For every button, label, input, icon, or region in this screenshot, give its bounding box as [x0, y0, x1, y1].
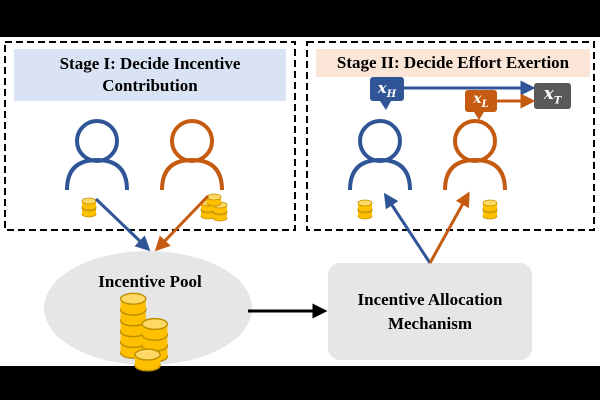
incentive-pool-label: Incentive Pool [98, 272, 202, 291]
stage1-title-line2: Contribution [102, 76, 198, 95]
stage2-frame [306, 41, 595, 231]
xl-sub: L [481, 98, 489, 110]
xt-base: x [543, 84, 554, 104]
xt-sub: T [553, 95, 562, 107]
xh-sub: H [386, 89, 397, 100]
mechanism-box [328, 263, 532, 360]
low-to-pool-arrow [154, 194, 210, 252]
user-icon-high-stage1 [65, 119, 129, 191]
coin-stack-small-stage2-high [357, 199, 373, 220]
mechanism-label-line1: Incentive Allocation [357, 290, 503, 309]
mechanism-to-high-arrow [383, 192, 432, 264]
xl-callout [465, 90, 497, 120]
high-to-pool-arrow [94, 197, 151, 252]
xh-base: x [377, 79, 387, 97]
mechanism-label: Incentive Allocation Mechanism [328, 288, 532, 336]
user-icon-high-stage2 [348, 119, 412, 191]
mechanism-label-line2: Mechanism [387, 314, 473, 333]
xh-callout [370, 77, 404, 110]
stage1-title-line1: Stage I: Decide Incentive [59, 54, 241, 73]
xt-label: xT [534, 84, 571, 106]
user-icon-low-stage1 [160, 119, 224, 191]
mechanism-to-low-arrow [428, 191, 470, 264]
xh-label: xH [370, 79, 404, 100]
coin-stack-small-stage2-low [482, 199, 498, 220]
stage1-frame [4, 41, 296, 231]
xl-label: xL [465, 91, 497, 110]
xt-box [534, 83, 571, 109]
xl-base: x [473, 91, 482, 107]
coin-stack-small-stage1 [81, 197, 97, 218]
user-icon-low-stage2 [443, 119, 507, 191]
incentive-pool-ellipse [44, 251, 252, 365]
stage2-title: Stage II: Decide Effort Exertion [316, 49, 590, 77]
stage1-title: Stage I: Decide Incentive Contribution [14, 49, 286, 101]
